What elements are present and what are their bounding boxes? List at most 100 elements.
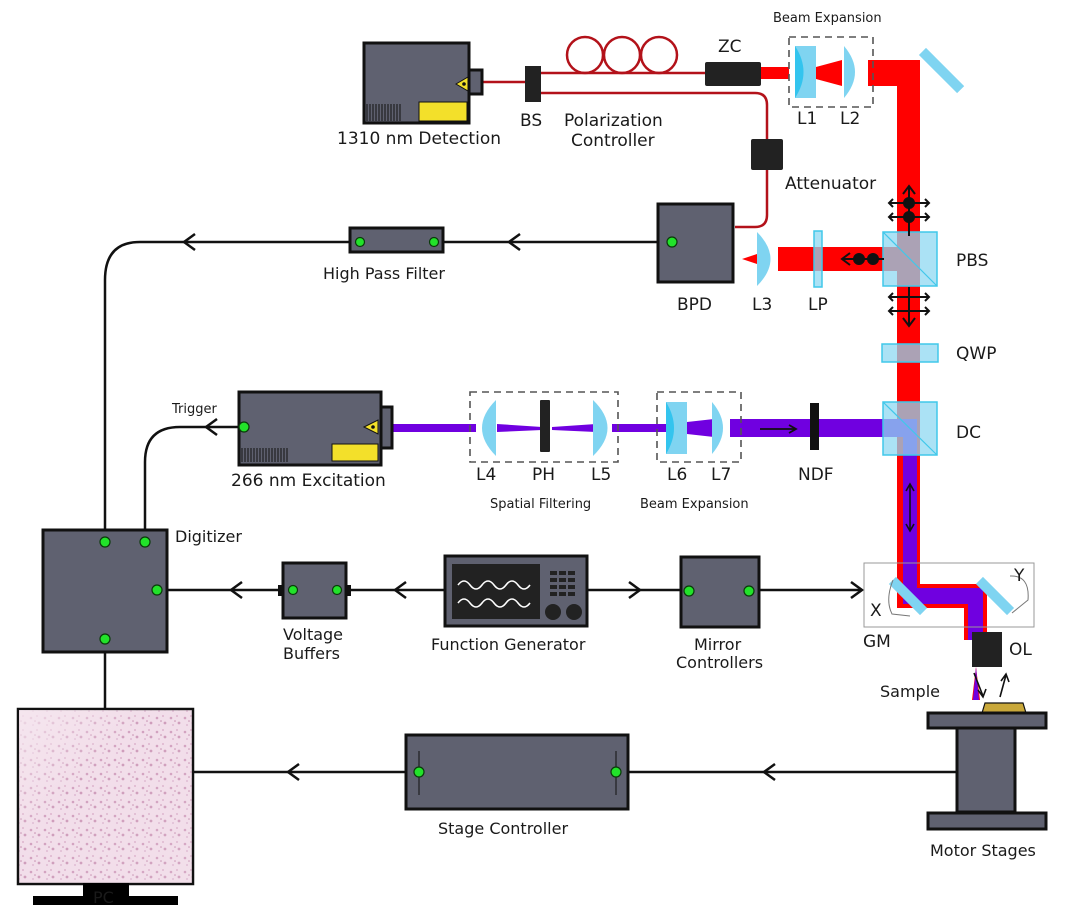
label-digitizer: Digitizer: [175, 527, 242, 546]
bpd-detector[interactable]: [656, 202, 735, 284]
zero-collimator-zc: [705, 62, 761, 86]
label-l4: L4: [476, 465, 496, 485]
arrow-left-icon: [506, 232, 521, 252]
barcode-icon: [366, 104, 401, 121]
attenuator: [751, 139, 783, 170]
label-266-excitation: 266 nm Excitation: [231, 471, 386, 491]
fiber-path: [482, 35, 783, 229]
digitizer[interactable]: [41, 528, 169, 654]
laser-1310-detection: [362, 41, 484, 125]
galvo-mirror-frame: [863, 562, 1035, 628]
trigger-port: [238, 421, 250, 433]
barcode-icon: [241, 448, 288, 462]
lens-l7: [712, 402, 723, 454]
electrical-wiring: [103, 232, 957, 782]
label-pbs: PBS: [956, 251, 988, 271]
wire-trigger: [143, 425, 240, 530]
laser-warning-label: [418, 101, 468, 122]
arrow-left-icon: [181, 232, 196, 252]
label-l2: L2: [840, 109, 860, 129]
fold-mirror: [918, 47, 965, 94]
laser-hazard-icon: [455, 76, 469, 92]
scan-head: [863, 562, 1048, 831]
label-beam-expansion-bottom: Beam Expansion: [640, 497, 749, 512]
knob-icon: [566, 604, 582, 620]
label-x: X: [870, 601, 882, 621]
fiber-bs-to-attenuator: [541, 91, 769, 139]
label-voltage: Voltage: [283, 625, 343, 644]
laser-warning-label: [331, 443, 379, 462]
laser-266-excitation: [237, 390, 394, 467]
label-polarization: Polarization: [564, 111, 663, 131]
linear-polarizer-lp: [813, 230, 823, 288]
voltage-buffers[interactable]: [278, 561, 351, 620]
excitation-optics: [469, 391, 938, 533]
polarization-controller-loops: [565, 35, 679, 75]
label-bpd: BPD: [677, 295, 712, 315]
beam-expansion-group-2: [656, 391, 742, 463]
galvo-mirror-x: [888, 576, 928, 616]
arrow-left-icon: [228, 580, 243, 600]
monitor-base: [33, 896, 178, 905]
label-beam-expansion-top: Beam Expansion: [773, 11, 882, 26]
label-controller: Controller: [571, 131, 655, 151]
label-1310-detection: 1310 nm Detection: [337, 129, 501, 149]
label-high-pass-filter: High Pass Filter: [323, 264, 445, 283]
high-pass-filter[interactable]: [348, 226, 445, 254]
lens-l4: [482, 400, 496, 456]
label-ol: OL: [1009, 640, 1032, 660]
label-controllers: Controllers: [676, 653, 763, 672]
excitation-emission-arrows: [973, 672, 1010, 699]
label-l5: L5: [591, 465, 611, 485]
stage-top-plate: [926, 711, 1048, 730]
function-generator[interactable]: [443, 554, 589, 628]
label-mirror: Mirror: [694, 635, 742, 654]
label-y: Y: [1013, 566, 1025, 586]
label-qwp: QWP: [956, 344, 996, 364]
knob-icon: [545, 604, 561, 620]
arrow-right-icon: [850, 580, 865, 600]
beam-expansion-group-1: [788, 36, 874, 108]
label-attenuator: Attenuator: [785, 174, 876, 194]
stage-column: [955, 726, 1017, 814]
pc-monitor[interactable]: [16, 707, 195, 905]
quarter-wave-plate-qwp: [881, 343, 939, 363]
label-l6: L6: [667, 465, 687, 485]
stage-base-plate: [926, 811, 1048, 831]
spatial-filtering-group: [469, 391, 619, 463]
laser-hazard-icon: [362, 419, 379, 435]
label-pc: PC: [93, 888, 114, 906]
fiber-attenuator-to-bpd: [735, 170, 769, 229]
keypad-icon: [550, 571, 575, 596]
arrow-left-icon: [203, 417, 218, 437]
lens-l3: [757, 232, 771, 286]
label-l3: L3: [752, 295, 772, 315]
label-buffers: Buffers: [283, 644, 340, 663]
label-bs: BS: [520, 111, 542, 131]
arrow-right-icon: [628, 580, 643, 600]
label-sample: Sample: [880, 682, 940, 701]
label-ph: PH: [532, 465, 555, 485]
lens-l2: [844, 46, 855, 98]
neutral-density-filter-ndf: [810, 403, 819, 450]
label-dc: DC: [956, 423, 981, 443]
galvo-mirror-y: [975, 576, 1015, 616]
oscilloscope-screen: [452, 564, 540, 619]
label-motor-stages: Motor Stages: [930, 841, 1036, 860]
mirror-controllers[interactable]: [679, 555, 761, 629]
lens-l5: [593, 400, 608, 456]
arrow-left-icon: [761, 762, 776, 782]
stage-controller[interactable]: [404, 733, 630, 811]
signal-arrows: [181, 232, 865, 782]
label-ndf: NDF: [798, 465, 834, 485]
wire-hpf-to-digitizer: [103, 240, 350, 530]
label-spatial-filtering: Spatial Filtering: [490, 497, 591, 512]
arrow-left-icon: [285, 762, 300, 782]
label-trigger: Trigger: [171, 402, 217, 417]
label-gm: GM: [863, 632, 891, 652]
pinhole-ph: [540, 400, 550, 452]
labels: 1310 nm Detection 266 nm Excitation BS P…: [93, 11, 1036, 906]
label-l7: L7: [711, 465, 731, 485]
arrow-left-icon: [392, 580, 407, 600]
